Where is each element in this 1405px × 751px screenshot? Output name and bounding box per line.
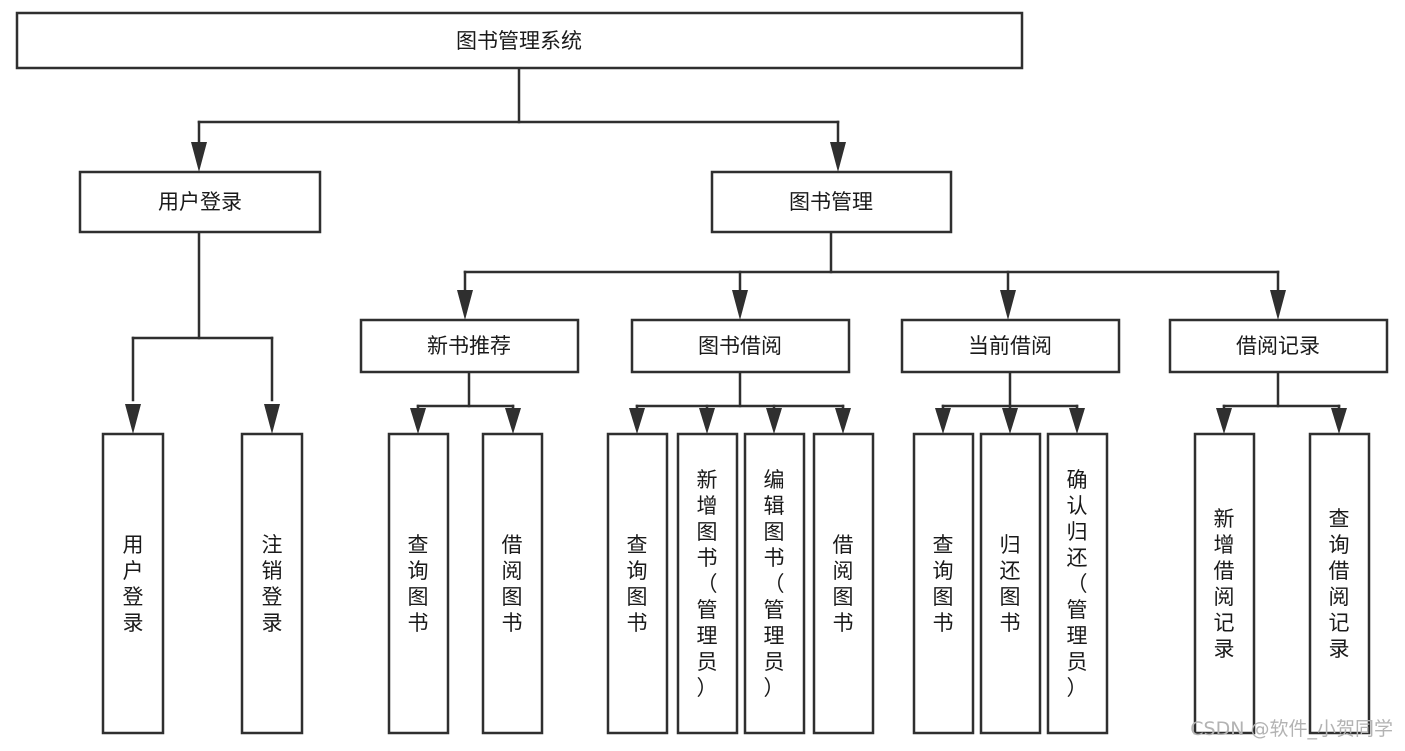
arrow-head-leaf-user-login (125, 404, 141, 434)
node-leaf-query-book-3-label: 查询图书 (933, 533, 954, 635)
node-leaf-edit-book-label: 编辑图书（管理员） (764, 468, 785, 700)
node-leaf-query-book-1[interactable]: 查询图书 (387, 432, 450, 735)
node-current-borrow-box (900, 318, 1121, 374)
arrow-head-book-borrow (732, 290, 748, 320)
csdn-watermark: CSDN @软件_小贺同学 (1190, 718, 1393, 740)
node-leaf-logout-box (240, 432, 304, 735)
node-user-login-label: 用户登录 (158, 190, 242, 214)
node-leaf-confirm-return[interactable]: 确认归还（管理员） (1046, 432, 1109, 735)
node-new-book-recommend[interactable]: 新书推荐 (359, 318, 580, 374)
node-leaf-add-book-box (676, 432, 739, 735)
arrow-head-leaf-return-book (1002, 408, 1018, 434)
arrow-head-borrow-record (1270, 290, 1286, 320)
node-leaf-user-login[interactable]: 用户登录 (101, 432, 165, 735)
node-leaf-query-record[interactable]: 查询借阅记录 (1308, 432, 1371, 735)
node-leaf-query-book-3[interactable]: 查询图书 (912, 432, 975, 735)
node-leaf-query-book-3-box (912, 432, 975, 735)
arrow-head-current-borrow (1000, 290, 1016, 320)
node-leaf-add-book-label: 新增图书（管理员） (697, 468, 718, 700)
node-leaf-confirm-return-box (1046, 432, 1109, 735)
node-root-label: 图书管理系统 (456, 29, 582, 53)
node-leaf-confirm-return-label: 确认归还（管理员） (1067, 468, 1088, 700)
node-new-book-recommend-label: 新书推荐 (427, 334, 511, 358)
node-borrow-record[interactable]: 借阅记录 (1168, 318, 1389, 374)
node-book-borrow-box (630, 318, 851, 374)
node-leaf-edit-book[interactable]: 编辑图书（管理员） (743, 432, 806, 735)
node-book-borrow[interactable]: 图书借阅 (630, 318, 851, 374)
node-leaf-borrow-book-2[interactable]: 借阅图书 (812, 432, 875, 735)
node-current-borrow-label: 当前借阅 (968, 334, 1052, 358)
arrow-head-leaf-confirm-return (1069, 408, 1085, 434)
arrow-head-leaf-add-record (1216, 408, 1232, 434)
node-leaf-add-record-box (1193, 432, 1256, 735)
arrow-head-leaf-query-book-2 (629, 408, 645, 434)
node-root-box (15, 11, 1024, 70)
node-leaf-edit-book-box (743, 432, 806, 735)
connector-layer (125, 66, 1347, 434)
node-book-manage[interactable]: 图书管理 (710, 170, 953, 234)
arrow-head-book-manage (830, 142, 846, 172)
arrow-head-leaf-edit-book (766, 408, 782, 434)
node-leaf-borrow-book-1-label: 借阅图书 (502, 533, 523, 635)
arrow-head-leaf-query-book-1 (410, 408, 426, 434)
node-leaf-query-book-2[interactable]: 查询图书 (606, 432, 669, 735)
arrow-head-leaf-borrow-book-1 (505, 408, 521, 434)
node-borrow-record-box (1168, 318, 1389, 374)
node-leaf-query-book-2-label: 查询图书 (627, 533, 648, 635)
node-book-manage-label: 图书管理 (789, 190, 873, 214)
node-leaf-borrow-book-2-label: 借阅图书 (833, 533, 854, 635)
node-leaf-borrow-book-2-box (812, 432, 875, 735)
arrow-head-leaf-query-record (1331, 408, 1347, 434)
node-leaf-borrow-book-1-box (481, 432, 544, 735)
arrow-head-leaf-query-book-3 (935, 408, 951, 434)
node-leaf-borrow-book-1[interactable]: 借阅图书 (481, 432, 544, 735)
node-root[interactable]: 图书管理系统 (15, 11, 1024, 70)
node-leaf-return-book-box (979, 432, 1042, 735)
arrow-head-new-book-recommend (457, 290, 473, 320)
node-leaf-query-book-1-label: 查询图书 (408, 533, 429, 635)
node-leaf-logout-label: 注销登录 (262, 533, 283, 635)
node-leaf-query-record-label: 查询借阅记录 (1329, 507, 1350, 661)
node-book-manage-box (710, 170, 953, 234)
node-leaf-return-book-label: 归还图书 (1000, 533, 1021, 635)
node-leaf-user-login-box (101, 432, 165, 735)
node-leaf-query-record-box (1308, 432, 1371, 735)
node-current-borrow[interactable]: 当前借阅 (900, 318, 1121, 374)
node-borrow-record-label: 借阅记录 (1236, 334, 1320, 358)
arrow-head-leaf-borrow-book-2 (835, 408, 851, 434)
arrow-head-leaf-logout (264, 404, 280, 434)
arrow-head-user-login (191, 142, 207, 172)
node-new-book-recommend-box (359, 318, 580, 374)
node-leaf-add-book[interactable]: 新增图书（管理员） (676, 432, 739, 735)
node-leaf-add-record-label: 新增借阅记录 (1214, 507, 1235, 661)
arrow-head-leaf-add-book (699, 408, 715, 434)
node-book-borrow-label: 图书借阅 (698, 334, 782, 358)
node-leaf-query-book-1-box (387, 432, 450, 735)
node-leaf-add-record[interactable]: 新增借阅记录 (1193, 432, 1256, 735)
node-user-login[interactable]: 用户登录 (78, 170, 322, 234)
node-leaf-query-book-2-box (606, 432, 669, 735)
node-leaf-return-book[interactable]: 归还图书 (979, 432, 1042, 735)
node-leaf-logout[interactable]: 注销登录 (240, 432, 304, 735)
node-leaf-user-login-label: 用户登录 (123, 533, 144, 635)
node-user-login-box (78, 170, 322, 234)
leaf-nodes-layer: 用户登录 注销登录 查询图书 借阅图书 查询图书 新增图书（管理员） (101, 432, 1371, 735)
